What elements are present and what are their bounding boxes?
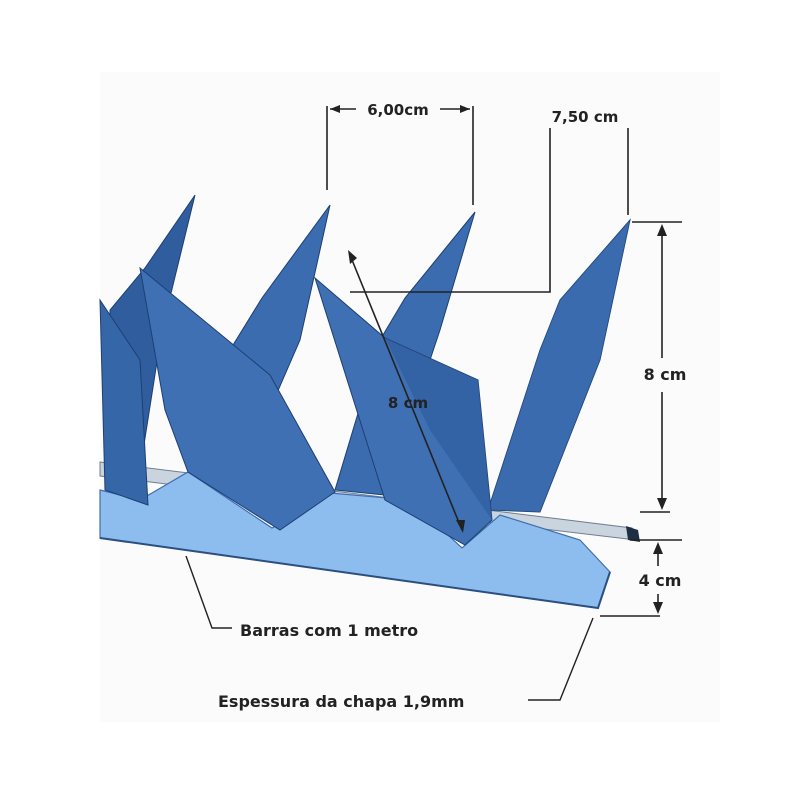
dimension-spike-spacing: 6,00cm — [326, 101, 474, 205]
sheet-thickness-label: Espessura da chapa 1,9mm — [218, 692, 464, 711]
callout-bar-length: Barras com 1 metro — [185, 555, 418, 640]
dimension-base-height: 4 cm — [600, 539, 682, 617]
spike-width-label: 7,50 cm — [552, 108, 619, 126]
spike-spacing-label: 6,00cm — [367, 101, 429, 119]
dimension-spike-width: 7,50 cm — [350, 108, 629, 293]
bar-length-label: Barras com 1 metro — [240, 621, 418, 640]
dimension-height-inner: 8 cm — [348, 250, 465, 533]
height-inner-label: 8 cm — [388, 394, 428, 412]
height-outer-label: 8 cm — [644, 365, 687, 384]
spike-front-1 — [99, 266, 336, 531]
spike-front-2 — [313, 276, 493, 546]
callout-sheet-thickness: Espessura da chapa 1,9mm — [218, 617, 594, 711]
dimension-height-outer: 8 cm — [632, 221, 687, 513]
base-height-label: 4 cm — [639, 571, 682, 590]
